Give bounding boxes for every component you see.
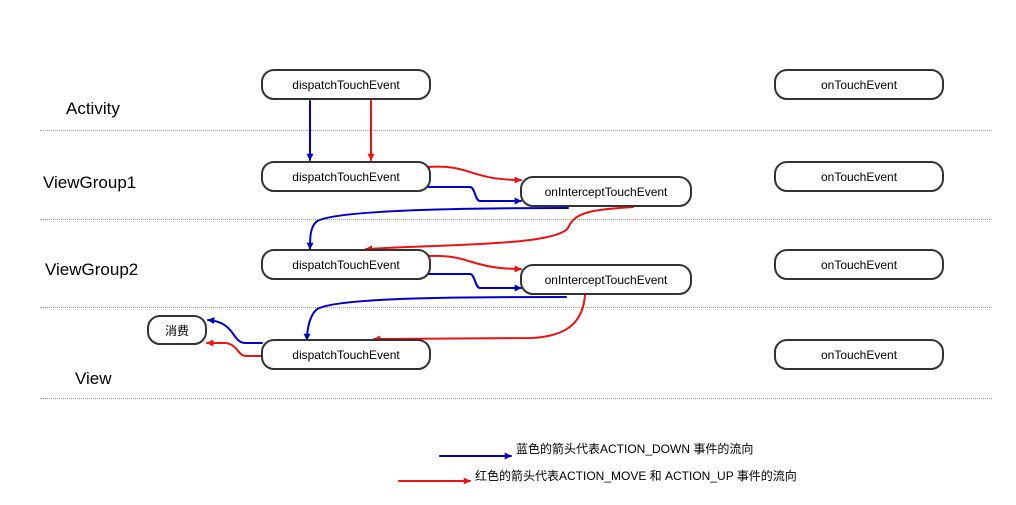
consume-node: 消费: [147, 315, 207, 345]
view-dispatch-touch-event-node: dispatchTouchEvent: [261, 339, 431, 370]
arrow-down-vg2-dispatch-to-intercept: [427, 273, 522, 292]
layer-divider: [40, 130, 992, 131]
arrow-down-vg2-to-view: [303, 296, 567, 341]
arrow-move-vg2-to-view: [373, 294, 586, 343]
layer-divider: [40, 219, 992, 220]
arrow-down-vg1-to-vg2: [306, 207, 569, 250]
arrow-move-vg2-dispatch-to-intercept: [427, 254, 522, 273]
vg2-on-touch-event-node: onTouchEvent: [774, 249, 944, 280]
vg1-on-intercept-touch-event-node: onInterceptTouchEvent: [520, 176, 692, 207]
layer-label-view: View: [75, 369, 112, 388]
arrow-down-view-to-consume: [207, 317, 263, 344]
vg1-dispatch-touch-event-node: dispatchTouchEvent: [261, 161, 431, 192]
layer-label-activity: Activity: [66, 99, 120, 118]
arrow-move-vg1-dispatch-to-intercept: [427, 165, 522, 184]
layer-divider: [40, 307, 992, 308]
layer-divider: [40, 398, 992, 399]
activity-dispatch-touch-event-node: dispatchTouchEvent: [261, 69, 431, 100]
arrow-move-vg1-to-vg2: [365, 206, 634, 253]
activity-on-touch-event-node: onTouchEvent: [774, 69, 944, 100]
layer-label-viewgroup2: ViewGroup2: [45, 260, 139, 279]
vg2-on-intercept-touch-event-node: onInterceptTouchEvent: [520, 264, 692, 295]
vg1-on-touch-event-node: onTouchEvent: [774, 161, 944, 192]
legend-text-blue: 蓝色的箭头代表ACTION_DOWN 事件的流向: [516, 442, 754, 456]
arrow-move-view-to-consume: [206, 339, 263, 357]
vg2-dispatch-touch-event-node: dispatchTouchEvent: [261, 249, 431, 280]
arrow-down-vg1-dispatch-to-intercept: [427, 186, 522, 205]
legend-text-red: 红色的箭头代表ACTION_MOVE 和 ACTION_UP 事件的流向: [475, 469, 797, 483]
view-on-touch-event-node: onTouchEvent: [774, 339, 944, 370]
layer-label-viewgroup1: ViewGroup1: [43, 173, 137, 192]
